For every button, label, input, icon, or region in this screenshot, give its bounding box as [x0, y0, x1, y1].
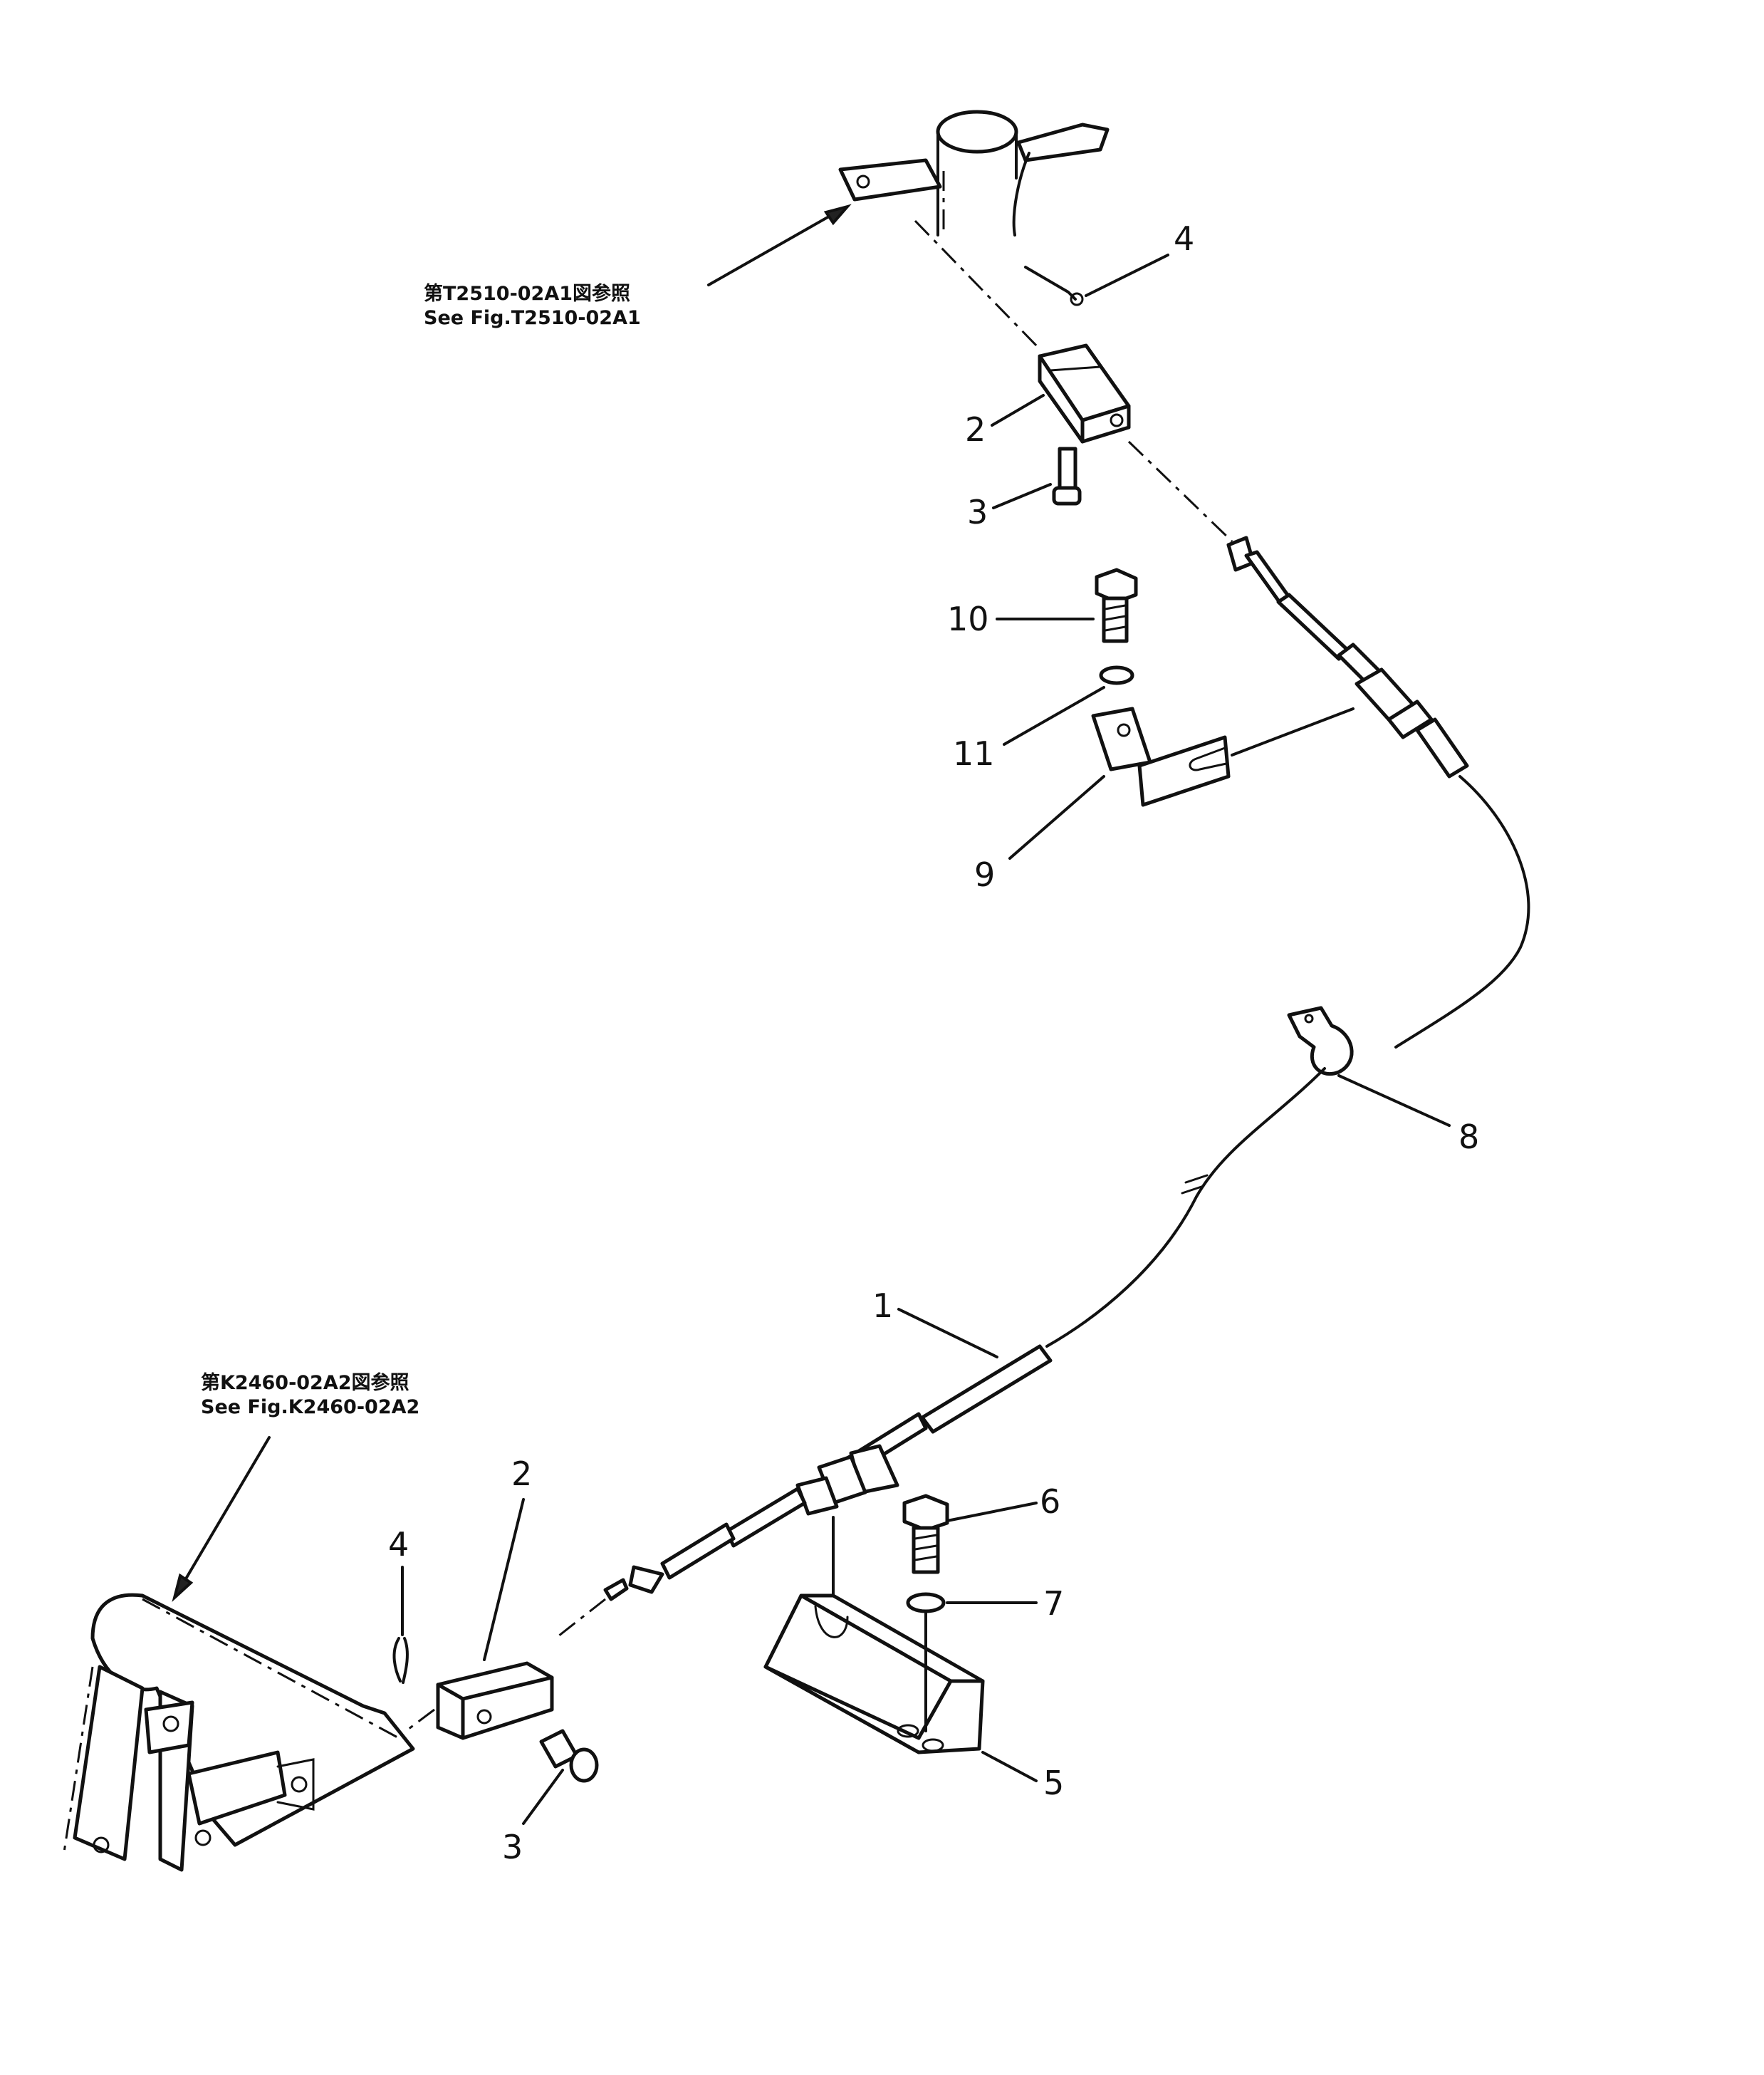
leader-5: [981, 1751, 1038, 1782]
centerline-top: [914, 219, 1041, 350]
leader-top-4: [1085, 254, 1169, 297]
lower-lever-assembly: [63, 1593, 415, 1872]
callout-7: 7: [1043, 1584, 1065, 1623]
cable-middle-run: [1045, 1067, 1326, 1348]
part-2-yoke-bottom: [436, 1661, 554, 1740]
part-2-yoke-top: [1038, 343, 1131, 444]
centerline-upper-cable: [1127, 440, 1233, 543]
callout-bottom-3: 3: [502, 1828, 523, 1866]
callout-5: 5: [1043, 1764, 1065, 1802]
part-1-cable-upper-end: [1226, 536, 1530, 1049]
centerline-bottom-yoke: [405, 1708, 435, 1732]
leader-top-3: [992, 483, 1052, 509]
callout-8: 8: [1458, 1118, 1480, 1156]
reference-top-jp: 第T2510-02A1図参照: [424, 283, 631, 305]
part-3-pin-top: [1052, 447, 1082, 506]
leader-8: [1337, 1074, 1451, 1127]
leader-bottom-2: [483, 1498, 525, 1661]
reference-bottom-en: See Fig.K2460-02A2: [201, 1396, 420, 1418]
reference-bottom-jp: 第K2460-02A2図参照: [201, 1372, 409, 1394]
part-3-pin-bottom: [539, 1729, 599, 1783]
leader-bottom-3: [522, 1769, 564, 1825]
cable-break-mark: [1181, 1174, 1209, 1195]
callout-10: 10: [947, 600, 989, 638]
part-4-cotter-bottom: [392, 1637, 409, 1684]
centerline-lower-cable: [555, 1598, 606, 1640]
callout-11: 11: [953, 734, 995, 773]
reference-top: 第T2510-02A1図参照 See Fig.T2510-02A1: [424, 282, 641, 331]
reference-arrowhead-bottom: [172, 1573, 194, 1603]
centerline-bracket-9: [1231, 707, 1355, 756]
part-8-clamp: [1287, 1006, 1354, 1076]
leader-top-2: [991, 394, 1045, 427]
reference-arrow-bottom: [177, 1436, 271, 1593]
part-11-washer: [1099, 665, 1134, 685]
part-1-cable-lower-end: [603, 1344, 1053, 1601]
callout-6: 6: [1040, 1482, 1061, 1521]
upper-lever-assembly: [838, 110, 1110, 306]
callout-top-3: 3: [967, 493, 988, 531]
part-6-bolt: [902, 1494, 949, 1574]
reference-top-en: See Fig.T2510-02A1: [424, 307, 641, 329]
leader-11: [1003, 686, 1105, 746]
part-5-bracket: [763, 1593, 985, 1754]
callout-9: 9: [974, 856, 996, 894]
callout-top-4: 4: [1174, 219, 1195, 258]
leader-9: [1008, 775, 1105, 860]
callout-bottom-2: 2: [511, 1455, 533, 1493]
part-9-bracket: [1091, 707, 1231, 807]
callout-bottom-4: 4: [388, 1525, 409, 1564]
callout-top-2: 2: [965, 410, 986, 449]
callout-1: 1: [872, 1286, 894, 1325]
reference-arrow-top: [707, 207, 845, 286]
leader-1: [897, 1308, 998, 1358]
leader-6: [946, 1502, 1038, 1522]
reference-bottom: 第K2460-02A2図参照 See Fig.K2460-02A2: [201, 1371, 419, 1420]
reference-arrowhead-top: [823, 204, 852, 226]
part-7-washer: [906, 1592, 946, 1613]
part-10-bolt: [1095, 568, 1138, 643]
